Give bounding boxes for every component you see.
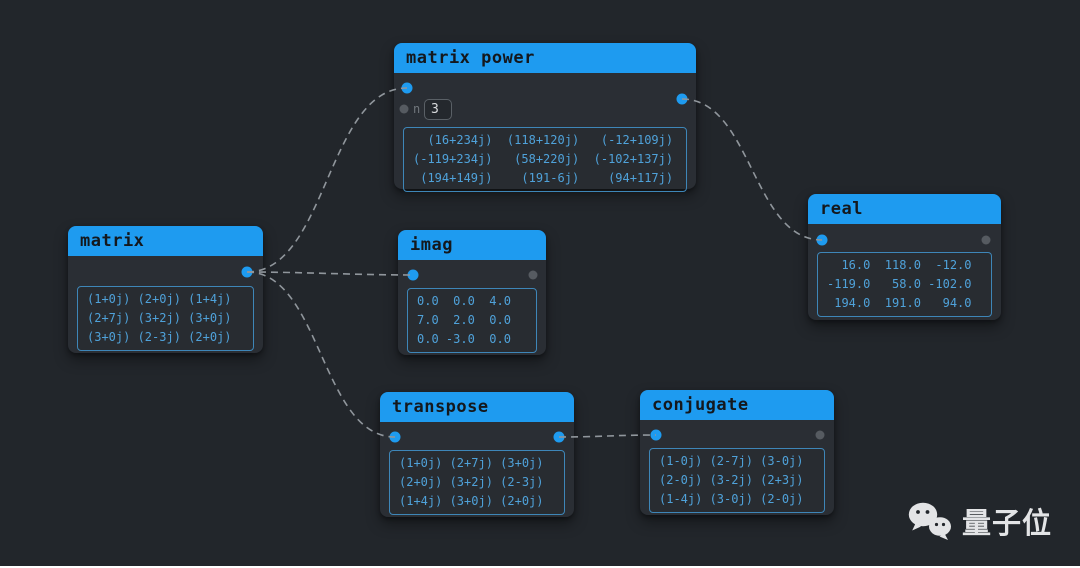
matrix-display: (16+234j) (118+120j) (-12+109j) (-119+23…	[403, 127, 687, 192]
output-port[interactable]	[553, 431, 565, 443]
node-header[interactable]: conjugate	[640, 390, 834, 420]
matrix-display: (1+0j) (2+7j) (3+0j) (2+0j) (3+2j) (2-3j…	[389, 450, 565, 515]
node-header[interactable]: real	[808, 194, 1001, 224]
matrix-display: 16.0 118.0 -12.0 -119.0 58.0 -102.0 194.…	[817, 252, 992, 317]
output-port[interactable]	[815, 430, 825, 440]
matrix-display: (1+0j) (2+0j) (1+4j) (2+7j) (3+2j) (3+0j…	[77, 286, 254, 351]
node-real[interactable]: real 16.0 118.0 -12.0 -119.0 58.0 -102.0…	[808, 194, 1001, 320]
param-input-port[interactable]	[399, 104, 409, 114]
input-port[interactable]	[401, 82, 413, 94]
node-matrix-power[interactable]: matrix power n (16+234j) (118+120j) (-12…	[394, 43, 696, 192]
watermark: 量子位	[907, 500, 1052, 542]
output-port[interactable]	[528, 270, 538, 280]
matrix-row: -119.0 58.0 -102.0	[827, 277, 972, 291]
node-transpose[interactable]: transpose (1+0j) (2+7j) (3+0j) (2+0j) (3…	[380, 392, 574, 517]
node-conjugate[interactable]: conjugate (1-0j) (2-7j) (3-0j) (2-0j) (3…	[640, 390, 834, 515]
wire-matrix-to-transpose	[246, 271, 396, 438]
param-value-input[interactable]	[424, 99, 452, 120]
matrix-row: (3+0j) (2-3j) (2+0j)	[87, 330, 232, 344]
input-port[interactable]	[407, 269, 419, 281]
matrix-display: (1-0j) (2-7j) (3-0j) (2-0j) (3-2j) (2+3j…	[649, 448, 825, 513]
wire-matrix-to-imag	[246, 271, 414, 276]
matrix-row: 0.0 0.0 4.0	[417, 294, 511, 308]
matrix-row: (2-0j) (3-2j) (2+3j)	[659, 473, 804, 487]
matrix-row: 7.0 2.0 0.0	[417, 313, 511, 327]
matrix-row: (1+4j) (3+0j) (2+0j)	[399, 494, 544, 508]
watermark-text: 量子位	[961, 506, 1052, 540]
input-port[interactable]	[650, 429, 662, 441]
matrix-row: 194.0 191.0 94.0	[827, 296, 972, 310]
matrix-row: (2+7j) (3+2j) (3+0j)	[87, 311, 232, 325]
node-header[interactable]: matrix	[68, 226, 263, 256]
output-port[interactable]	[241, 266, 253, 278]
matrix-row: (-119+234j) (58+220j) (-102+137j)	[413, 152, 674, 166]
matrix-row: (1-4j) (3-0j) (2-0j)	[659, 492, 804, 506]
output-port[interactable]	[676, 93, 688, 105]
node-imag[interactable]: imag 0.0 0.0 4.0 7.0 2.0 0.0 0.0 -3.0 0.…	[398, 230, 546, 355]
matrix-row: (194+149j) (191-6j) (94+117j)	[413, 171, 674, 185]
matrix-row: (1+0j) (2+7j) (3+0j)	[399, 456, 544, 470]
node-matrix[interactable]: matrix (1+0j) (2+0j) (1+4j) (2+7j) (3+2j…	[68, 226, 263, 353]
node-header[interactable]: transpose	[380, 392, 574, 422]
matrix-row: 16.0 118.0 -12.0	[827, 258, 972, 272]
param-label: n	[413, 102, 421, 116]
wire-matrix-power-to-real	[681, 98, 823, 241]
matrix-row: (1-0j) (2-7j) (3-0j)	[659, 454, 804, 468]
wire-matrix-to-matrix-power	[246, 87, 408, 273]
matrix-display: 0.0 0.0 4.0 7.0 2.0 0.0 0.0 -3.0 0.0	[407, 288, 537, 353]
matrix-row: 0.0 -3.0 0.0	[417, 332, 511, 346]
image-bottom-edge	[0, 566, 1080, 568]
input-port[interactable]	[816, 234, 828, 246]
matrix-row: (1+0j) (2+0j) (1+4j)	[87, 292, 232, 306]
matrix-row: (2+0j) (3+2j) (2-3j)	[399, 475, 544, 489]
wechat-icon	[908, 502, 951, 540]
node-header[interactable]: matrix power	[394, 43, 696, 73]
input-port[interactable]	[389, 431, 401, 443]
output-port[interactable]	[981, 235, 991, 245]
matrix-row: (16+234j) (118+120j) (-12+109j)	[413, 133, 674, 147]
node-header[interactable]: imag	[398, 230, 546, 260]
